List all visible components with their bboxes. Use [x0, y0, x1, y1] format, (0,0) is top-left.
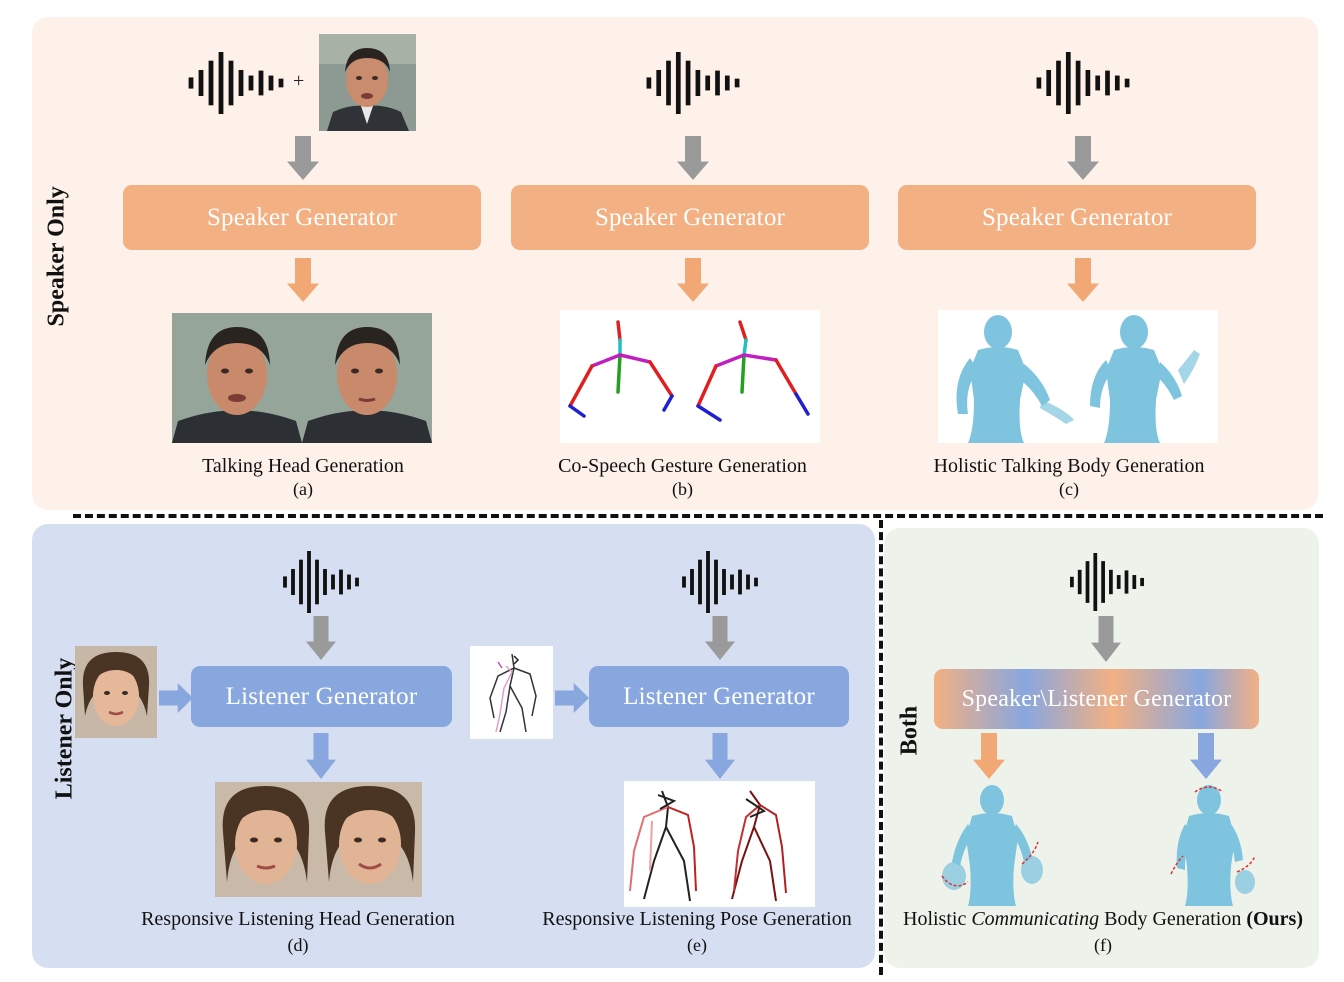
input-arrow-e — [705, 616, 735, 660]
audio-waveform-icon — [1034, 52, 1132, 114]
sublabel-a: (a) — [293, 479, 313, 499]
vertical-divider — [879, 520, 883, 975]
output-arrow-a — [287, 258, 319, 302]
listening-head-output-image — [215, 782, 422, 897]
gesture-skeleton-image — [560, 310, 820, 443]
listener-output-arrow-f — [1190, 733, 1222, 779]
sublabel-c: (c) — [1059, 479, 1079, 499]
audio-waveform-icon — [281, 551, 361, 613]
speaker-generator-c: Speaker Generator — [898, 185, 1256, 250]
sublabel-d: (d) — [287, 935, 309, 955]
input-arrow-c — [1067, 136, 1099, 180]
audio-waveform-icon — [680, 551, 760, 613]
sublabel-f: (f) — [1094, 935, 1112, 955]
caption-f-ours: (Ours) — [1246, 908, 1303, 930]
communicating-listener-body-image — [1165, 782, 1260, 906]
caption-f-middle: Body Generation — [1099, 908, 1247, 930]
sublabel-b: (b) — [672, 479, 693, 499]
caption-f-italic: Communicating — [971, 908, 1100, 930]
input-arrow-d — [306, 616, 336, 660]
output-arrow-b — [677, 258, 709, 302]
input-arrow-d-side — [159, 683, 193, 713]
talking-head-output-image — [172, 313, 432, 443]
output-arrow-e — [705, 733, 735, 779]
speaker-generator-b: Speaker Generator — [511, 185, 869, 250]
speaker-listener-generator-f: Speaker\Listener Generator — [934, 669, 1259, 729]
caption-c: Holistic Talking Body Generation — [933, 455, 1205, 477]
communicating-speaker-body-image — [934, 782, 1052, 906]
sublabel-e: (e) — [687, 935, 707, 955]
listener-generator-e: Listener Generator — [589, 666, 849, 727]
holistic-body-image — [938, 310, 1218, 443]
caption-f-prefix: Holistic — [903, 908, 972, 930]
speaker-generator-a: Speaker Generator — [123, 185, 481, 250]
input-arrow-e-side — [555, 683, 589, 713]
input-arrow-a — [287, 136, 319, 180]
audio-waveform-icon — [186, 52, 286, 114]
speaker-output-arrow-f — [973, 733, 1005, 779]
output-arrow-c — [1067, 258, 1099, 302]
caption-d: Responsive Listening Head Generation — [141, 908, 455, 930]
listening-pose-output-image — [624, 781, 815, 907]
listener-face-image — [75, 646, 157, 738]
audio-waveform-icon — [1068, 553, 1146, 611]
horizontal-divider — [73, 514, 1323, 518]
caption-b: Co-Speech Gesture Generation — [558, 455, 807, 477]
listener-generator-d: Listener Generator — [191, 666, 452, 727]
speaker-only-label: Speaker Only — [43, 186, 70, 327]
input-arrow-f — [1091, 616, 1121, 662]
output-arrow-d — [306, 733, 336, 779]
caption-f: Holistic Communicating Body Generation (… — [893, 908, 1313, 930]
speaker-face-image — [319, 34, 416, 131]
both-label: Both — [896, 705, 923, 756]
plus-sign: + — [293, 70, 305, 92]
listener-pose-input-image — [470, 646, 553, 739]
caption-a: Talking Head Generation — [202, 455, 404, 477]
caption-e: Responsive Listening Pose Generation — [542, 908, 852, 930]
audio-waveform-icon — [644, 52, 742, 114]
input-arrow-b — [677, 136, 709, 180]
